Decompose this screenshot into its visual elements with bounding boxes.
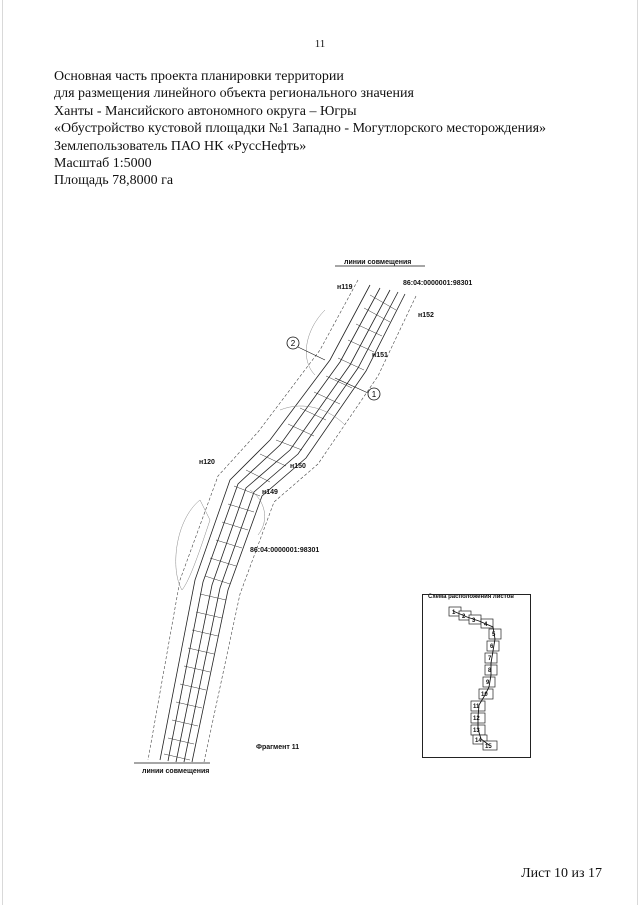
scheme-sheet-11: 11 — [470, 700, 486, 712]
svg-text:2: 2 — [462, 614, 466, 620]
corridor-lines — [159, 284, 406, 763]
svg-text:15: 15 — [485, 744, 492, 750]
point-n119: н119 — [337, 284, 353, 291]
svg-text:7: 7 — [488, 656, 492, 662]
parcel-boundary — [147, 279, 417, 763]
plan-drawing: 1 2 — [134, 265, 425, 764]
corridor-hatching — [163, 294, 397, 761]
header-line-5: Землепользователь ПАО НК «РуссНефть» — [54, 138, 307, 154]
scan-edge-right — [637, 0, 638, 905]
scheme-sheet-4: 4 — [480, 618, 494, 629]
svg-text:12: 12 — [473, 716, 480, 722]
point-n120: н120 — [199, 459, 215, 466]
point-n150: н150 — [290, 463, 306, 470]
svg-text:9: 9 — [486, 680, 490, 686]
svg-text:11: 11 — [473, 704, 480, 710]
svg-text:14: 14 — [475, 738, 482, 744]
header-line-4: «Обустройство кустовой площадки №1 Запад… — [54, 121, 547, 137]
header-line-6: Масштаб 1:5000 — [54, 156, 152, 172]
point-n149: н149 — [262, 489, 278, 496]
callout-2-text: 2 — [291, 339, 296, 348]
svg-text:6: 6 — [490, 644, 494, 650]
sheet-footer: Лист 10 из 17 — [521, 866, 602, 881]
header-line-3: Ханты - Мансийского автономного округа –… — [54, 103, 357, 119]
svg-text:3: 3 — [472, 618, 476, 624]
scan-edge-left — [2, 0, 3, 905]
scheme-sheet-15: 15 — [482, 740, 498, 751]
svg-text:4: 4 — [484, 622, 488, 628]
fragment-label: Фрагмент 11 — [256, 744, 300, 751]
callout-1: 1 — [334, 377, 381, 401]
document-header: Основная часть проекта планировки террит… — [54, 68, 546, 190]
header-line-1: Основная часть проекта планировки террит… — [54, 69, 344, 84]
point-n151: н151 — [372, 352, 388, 359]
bottom-combining-label: линии совмещения — [142, 768, 210, 775]
svg-text:1: 1 — [452, 610, 456, 616]
header-line-2: для размещения линейного объекта региона… — [54, 86, 414, 102]
svg-text:13: 13 — [473, 728, 480, 734]
callout-1-text: 1 — [372, 390, 377, 399]
top-combining-label: линии совмещения — [344, 259, 412, 266]
scheme-route-line — [452, 610, 496, 746]
page-number: 11 — [314, 38, 326, 50]
svg-text:8: 8 — [488, 668, 492, 674]
sheet-layout-scheme: 1 2 3 4 5 6 7 8 9 10 11 12 13 14 15 — [422, 594, 531, 758]
point-n152: н152 — [418, 312, 434, 319]
cadastral-top: 86:04:0000001:98301 — [403, 280, 473, 287]
header-line-7: Площадь 78,8000 га — [54, 173, 174, 189]
scheme-diagram: 1 2 3 4 5 6 7 8 9 10 11 12 13 14 15 — [448, 606, 502, 751]
scheme-title: Схема расположения листов — [428, 594, 514, 600]
callout-2: 2 — [286, 336, 326, 361]
cadastral-mid: 86:04:0000001:98301 — [250, 547, 320, 554]
